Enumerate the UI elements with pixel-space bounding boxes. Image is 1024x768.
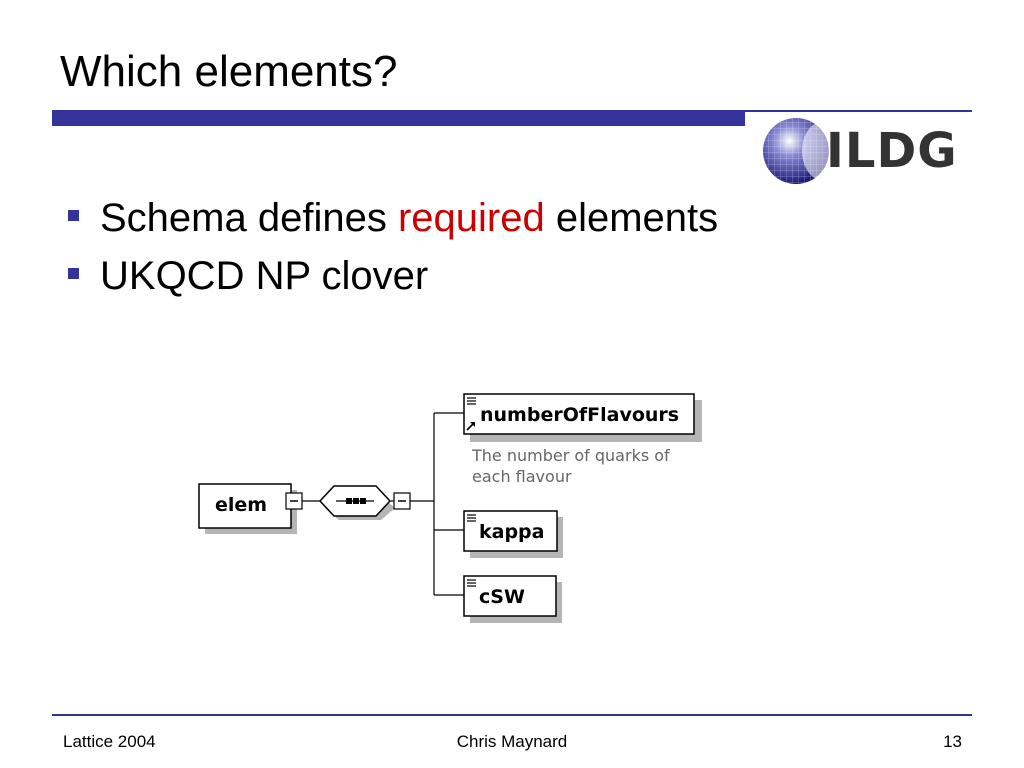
element-annotation: each flavour <box>472 467 572 486</box>
bullet-square-icon <box>68 268 79 279</box>
element-lines-icon <box>467 397 476 405</box>
footer-author: Chris Maynard <box>456 732 568 751</box>
bullet-text: elements <box>544 196 719 240</box>
logo-text: ILDG <box>826 123 958 179</box>
slide-title: Which elements? <box>60 47 398 96</box>
collapse-toggle-sequence[interactable] <box>393 492 411 510</box>
bullet-list: Schema defines required elements UKQCD N… <box>64 190 718 306</box>
child-element-numberofflavours: numberOfFlavours <box>463 393 702 442</box>
sequence-compositor-icon <box>318 485 395 520</box>
branch-lines <box>410 412 464 596</box>
root-element-node: elem <box>198 483 297 534</box>
footer-event: Lattice 2004 <box>63 732 156 751</box>
child-element-csw: cSW <box>463 575 562 623</box>
bullet-square-icon <box>68 210 79 221</box>
reference-arrow-icon <box>466 422 475 431</box>
bullet-text: UKQCD NP clover <box>100 254 429 298</box>
element-annotation: The number of quarks of <box>471 446 670 465</box>
collapse-toggle-root[interactable] <box>285 492 303 510</box>
child-element-kappa: kappa <box>463 510 563 558</box>
element-lines-icon <box>467 514 476 522</box>
title-underline-thin <box>745 110 972 112</box>
child-element-label: kappa <box>479 521 544 543</box>
root-element-label: elem <box>215 494 267 516</box>
element-lines-icon <box>467 579 476 587</box>
bullet-item: UKQCD NP clover <box>64 248 718 306</box>
footer-divider <box>52 714 972 716</box>
child-element-label: cSW <box>479 586 525 608</box>
title-underline-thick <box>52 110 745 126</box>
bullet-item: Schema defines required elements <box>64 190 718 248</box>
page-number: 13 <box>943 732 962 751</box>
bullet-emphasis: required <box>397 196 545 240</box>
ildg-logo <box>763 118 846 184</box>
child-element-label: numberOfFlavours <box>480 404 679 426</box>
bullet-text: Schema defines <box>100 196 398 240</box>
